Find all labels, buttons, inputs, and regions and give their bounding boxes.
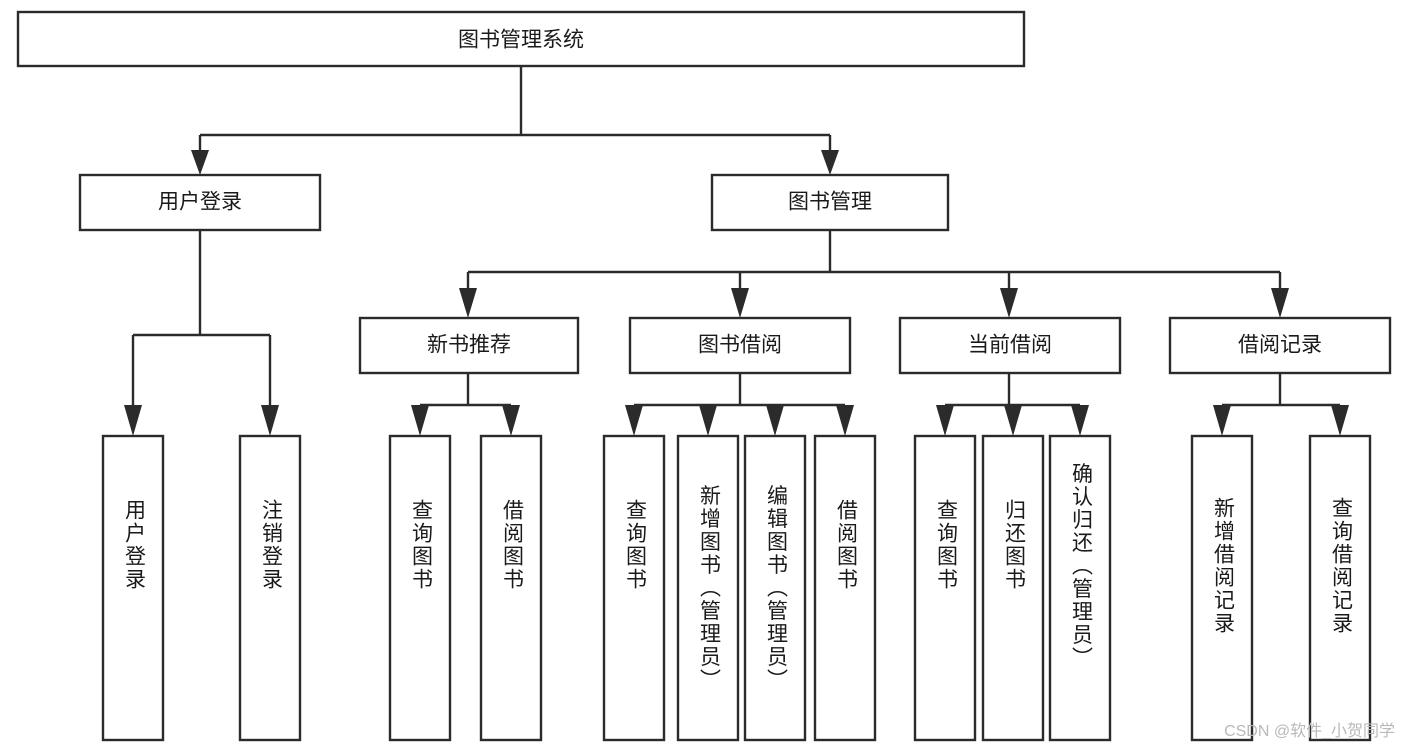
node-book-manage-label: 图书管理 (788, 191, 872, 214)
node-borrow-record-box[interactable] (1168, 316, 1392, 375)
arrowhead-book-borrow (731, 288, 749, 318)
arrowhead-new-book-recommend (459, 288, 477, 318)
leaf-bb-edit-book-admin-label: 编辑图书（管理员） (764, 485, 788, 692)
leaf-cb-query-book-box[interactable] (913, 434, 977, 742)
node-borrow-record[interactable]: 借阅记录 (1168, 316, 1392, 375)
arrowhead-cb-leaf-2 (1004, 405, 1022, 436)
node-borrow-record-label: 借阅记录 (1238, 334, 1322, 357)
watermark-text: CSDN @软件_小贺同学 (1224, 723, 1395, 740)
node-book-borrow-label: 图书借阅 (698, 334, 782, 357)
leaf-logout-box[interactable] (238, 434, 302, 742)
arrowhead-cb-leaf-3 (1071, 405, 1089, 436)
leaf-cb-query-book[interactable]: 查询图书 (913, 434, 977, 742)
leaf-bb-borrow-book-label: 借阅图书 (834, 499, 858, 591)
leaf-bb-edit-book-admin-box[interactable] (743, 434, 807, 742)
node-root-label: 图书管理系统 (458, 29, 584, 52)
arrowhead-borrow-record (1271, 288, 1289, 318)
arrowhead-cb-leaf-1 (936, 405, 954, 436)
node-user-login-box[interactable] (78, 173, 322, 232)
leaf-bb-edit-book-admin[interactable]: 编辑图书（管理员） (743, 434, 807, 742)
arrowhead-leaf-user-login (124, 405, 142, 436)
leaf-br-query-record-box[interactable] (1308, 434, 1372, 742)
node-new-book-recommend[interactable]: 新书推荐 (358, 316, 580, 375)
node-new-book-recommend-box[interactable] (358, 316, 580, 375)
node-book-manage[interactable]: 图书管理 (710, 173, 950, 232)
arrowhead-br-leaf-2 (1331, 405, 1349, 436)
node-current-borrow-label: 当前借阅 (968, 334, 1052, 357)
leaf-cb-confirm-return-admin-label: 确认归还（管理员） (1069, 463, 1093, 670)
leaf-cb-query-book-label: 查询图书 (934, 499, 958, 591)
leaf-nbr-query-book-box[interactable] (388, 434, 452, 742)
arrowhead-bb-leaf-2 (699, 405, 717, 436)
leaf-bb-add-book-admin-box[interactable] (676, 434, 740, 742)
leaf-bb-borrow-book-box[interactable] (813, 434, 877, 742)
leaf-user-login-box[interactable] (101, 434, 165, 742)
node-book-manage-box[interactable] (710, 173, 950, 232)
arrowhead-current-borrow (1000, 288, 1018, 318)
leaf-bb-add-book-admin[interactable]: 新增图书（管理员） (676, 434, 740, 742)
leaf-br-add-record[interactable]: 新增借阅记录 (1190, 434, 1254, 742)
leaf-br-add-record-box[interactable] (1190, 434, 1254, 742)
leaf-nbr-query-book[interactable]: 查询图书 (388, 434, 452, 742)
leaf-cb-confirm-return-admin-box[interactable] (1048, 434, 1112, 742)
leaf-bb-add-book-admin-label: 新增图书（管理员） (697, 485, 721, 692)
leaf-nbr-query-book-label: 查询图书 (409, 499, 433, 591)
arrowhead-book-manage (821, 150, 839, 175)
leaf-bb-borrow-book[interactable]: 借阅图书 (813, 434, 877, 742)
leaf-nbr-borrow-book-label: 借阅图书 (500, 499, 524, 591)
leaf-bb-query-book-label: 查询图书 (623, 499, 647, 591)
leaf-cb-return-book[interactable]: 归还图书 (981, 434, 1045, 742)
arrowhead-nbr-leaf-2 (502, 405, 520, 436)
arrowhead-br-leaf-1 (1213, 405, 1231, 436)
leaf-user-login-label: 用户登录 (122, 499, 146, 591)
leaf-br-query-record-label: 查询借阅记录 (1329, 497, 1353, 635)
leaf-nbr-borrow-book-box[interactable] (479, 434, 543, 742)
leaf-bb-query-book[interactable]: 查询图书 (602, 434, 666, 742)
leaf-bb-query-book-box[interactable] (602, 434, 666, 742)
arrowhead-bb-leaf-1 (625, 405, 643, 436)
arrowhead-bb-leaf-4 (836, 405, 854, 436)
node-root[interactable]: 图书管理系统 (16, 10, 1026, 68)
leaf-cb-return-book-label: 归还图书 (1002, 499, 1026, 591)
node-user-login[interactable]: 用户登录 (78, 173, 322, 232)
node-root-box[interactable] (16, 10, 1026, 68)
arrowhead-bb-leaf-3 (766, 405, 784, 436)
leaf-br-query-record[interactable]: 查询借阅记录 (1308, 434, 1372, 742)
leaf-cb-return-book-box[interactable] (981, 434, 1045, 742)
leaf-logout[interactable]: 注销登录 (238, 434, 302, 742)
arrowhead-nbr-leaf-1 (411, 405, 429, 436)
arrowhead-leaf-logout (261, 405, 279, 436)
leaf-user-login[interactable]: 用户登录 (101, 434, 165, 742)
node-book-borrow-box[interactable] (628, 316, 852, 375)
arrowhead-user-login (191, 150, 209, 175)
leaf-logout-label: 注销登录 (259, 499, 283, 591)
node-current-borrow-box[interactable] (898, 316, 1122, 375)
leaf-br-add-record-label: 新增借阅记录 (1211, 497, 1235, 635)
node-user-login-label: 用户登录 (158, 191, 242, 214)
leaf-nbr-borrow-book[interactable]: 借阅图书 (479, 434, 543, 742)
leaf-cb-confirm-return-admin[interactable]: 确认归还（管理员） (1048, 434, 1112, 742)
node-book-borrow[interactable]: 图书借阅 (628, 316, 852, 375)
connectors (124, 66, 1349, 436)
node-new-book-recommend-label: 新书推荐 (427, 334, 511, 357)
node-current-borrow[interactable]: 当前借阅 (898, 316, 1122, 375)
